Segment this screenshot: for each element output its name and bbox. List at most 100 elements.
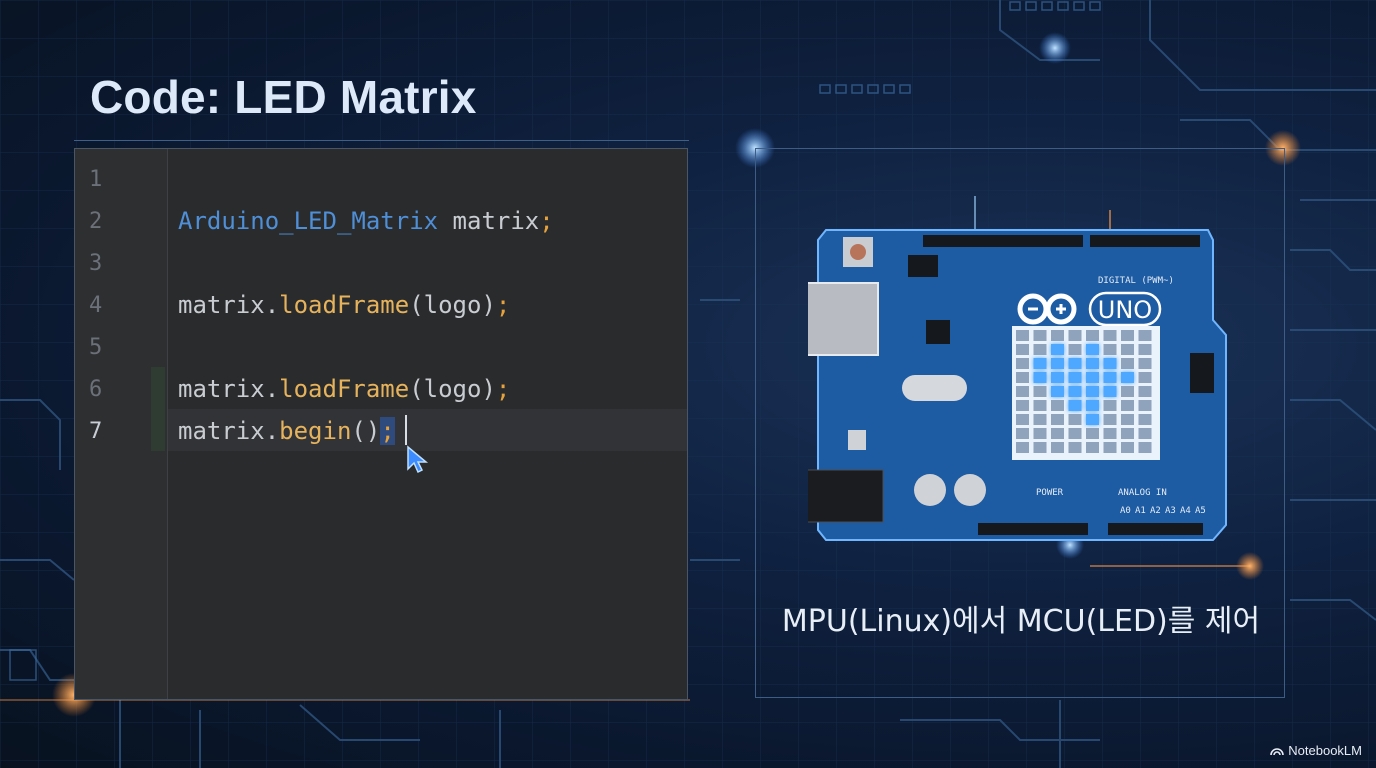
led-off [1033, 400, 1047, 411]
led-off [1016, 442, 1029, 453]
led-off [1033, 414, 1047, 425]
code-token: matrix. [178, 417, 280, 445]
led-off [1121, 386, 1134, 397]
led-off [1086, 442, 1099, 453]
code-line[interactable]: matrix.begin(); [178, 417, 395, 445]
led-off [1138, 330, 1152, 341]
code-line[interactable]: Arduino_LED_Matrix matrix; [178, 207, 554, 235]
led-on [1086, 414, 1099, 425]
line-number: 6 [89, 377, 103, 402]
line-number-active: 7 [89, 419, 103, 444]
notebooklm-icon [1270, 747, 1285, 755]
led-on [1033, 372, 1047, 383]
code-token: ; [539, 207, 554, 235]
analog-pin-label: A1 [1135, 506, 1146, 516]
notebooklm-watermark: NotebookLM [1270, 743, 1362, 758]
line-number-gutter: 1 2 3 4 5 6 7 [75, 149, 168, 699]
title-underline [74, 140, 689, 141]
analog-pin-label: A3 [1165, 506, 1176, 516]
analog-pin-label: A4 [1180, 506, 1191, 516]
code-token: matrix [438, 207, 540, 235]
led-on [1051, 344, 1064, 355]
board-panel [755, 148, 1285, 698]
board-analog-label: ANALOG IN [1118, 488, 1167, 498]
led-off [1033, 330, 1047, 341]
led-off [1033, 344, 1047, 355]
code-editor[interactable]: 1 2 3 4 5 6 7 Arduino_LED_Matrix matrix;… [74, 148, 688, 700]
analog-pin-label: A5 [1195, 506, 1206, 516]
led-off [1121, 344, 1134, 355]
code-line[interactable]: matrix.loadFrame(logo); [178, 291, 510, 319]
board-power-label: POWER [1036, 488, 1064, 498]
analog-pin-label: A0 [1120, 506, 1131, 516]
code-token: loadFrame [279, 375, 410, 403]
arduino-uno-board-illustration: UNO DIGITAL (PWM~) ANALOG IN POWER A0 A1 A… [808, 229, 1227, 541]
change-marker [151, 367, 165, 451]
led-off [1121, 428, 1134, 439]
led-off [1051, 330, 1064, 341]
led-off [1016, 414, 1029, 425]
board-caption: MPU(Linux)에서 MCU(LED)를 제어 [781, 604, 1261, 639]
led-off [1016, 372, 1029, 383]
line-number: 4 [89, 293, 103, 318]
led-on [1051, 372, 1064, 383]
led-on [1086, 386, 1099, 397]
led-on [1068, 372, 1082, 383]
led-off [1016, 344, 1029, 355]
board-logo-text: UNO [1098, 296, 1152, 324]
led-off [1068, 442, 1082, 453]
led-on [1086, 344, 1099, 355]
line-number: 1 [89, 167, 103, 192]
led-off [1051, 442, 1064, 453]
led-off [1033, 442, 1047, 453]
led-off [1051, 428, 1064, 439]
led-off [1121, 400, 1134, 411]
led-off [1138, 400, 1152, 411]
line-number: 2 [89, 209, 103, 234]
led-off [1068, 414, 1082, 425]
led-off [1033, 428, 1047, 439]
led-off [1103, 400, 1117, 411]
led-off [1068, 344, 1082, 355]
slide-title: Code: LED Matrix [90, 71, 477, 123]
active-line-highlight [167, 409, 687, 451]
mouse-pointer-icon [407, 445, 429, 474]
code-token: begin [279, 417, 352, 445]
code-token: ; [495, 291, 511, 319]
code-token: ; [380, 417, 395, 445]
led-off [1138, 372, 1152, 383]
led-off [1138, 386, 1152, 397]
code-token: (logo) [409, 291, 496, 319]
led-off [1138, 358, 1152, 369]
led-on [1103, 358, 1117, 369]
led-off [1103, 442, 1117, 453]
led-off [1068, 330, 1082, 341]
line-number: 3 [89, 251, 103, 276]
led-on [1068, 358, 1082, 369]
board-digital-label: DIGITAL (PWM~) [1098, 276, 1174, 286]
led-on [1086, 400, 1099, 411]
code-token: matrix. [178, 375, 280, 403]
led-off [1016, 358, 1029, 369]
led-on [1051, 386, 1064, 397]
led-off [1103, 414, 1117, 425]
led-off [1051, 400, 1064, 411]
led-off [1121, 330, 1134, 341]
led-off [1121, 442, 1134, 453]
led-off [1138, 344, 1152, 355]
led-on [1121, 372, 1134, 383]
led-on [1103, 386, 1117, 397]
code-line[interactable]: matrix.loadFrame(logo); [178, 375, 510, 403]
led-off [1016, 386, 1029, 397]
led-off [1016, 428, 1029, 439]
analog-pin-label: A2 [1150, 506, 1161, 516]
led-off [1138, 428, 1152, 439]
led-off [1103, 428, 1117, 439]
watermark-text: NotebookLM [1288, 743, 1362, 758]
led-off [1103, 344, 1117, 355]
led-on [1068, 400, 1082, 411]
led-off [1016, 330, 1029, 341]
code-token: Arduino_LED_Matrix [178, 207, 439, 235]
led-on [1086, 358, 1099, 369]
led-on [1033, 358, 1047, 369]
